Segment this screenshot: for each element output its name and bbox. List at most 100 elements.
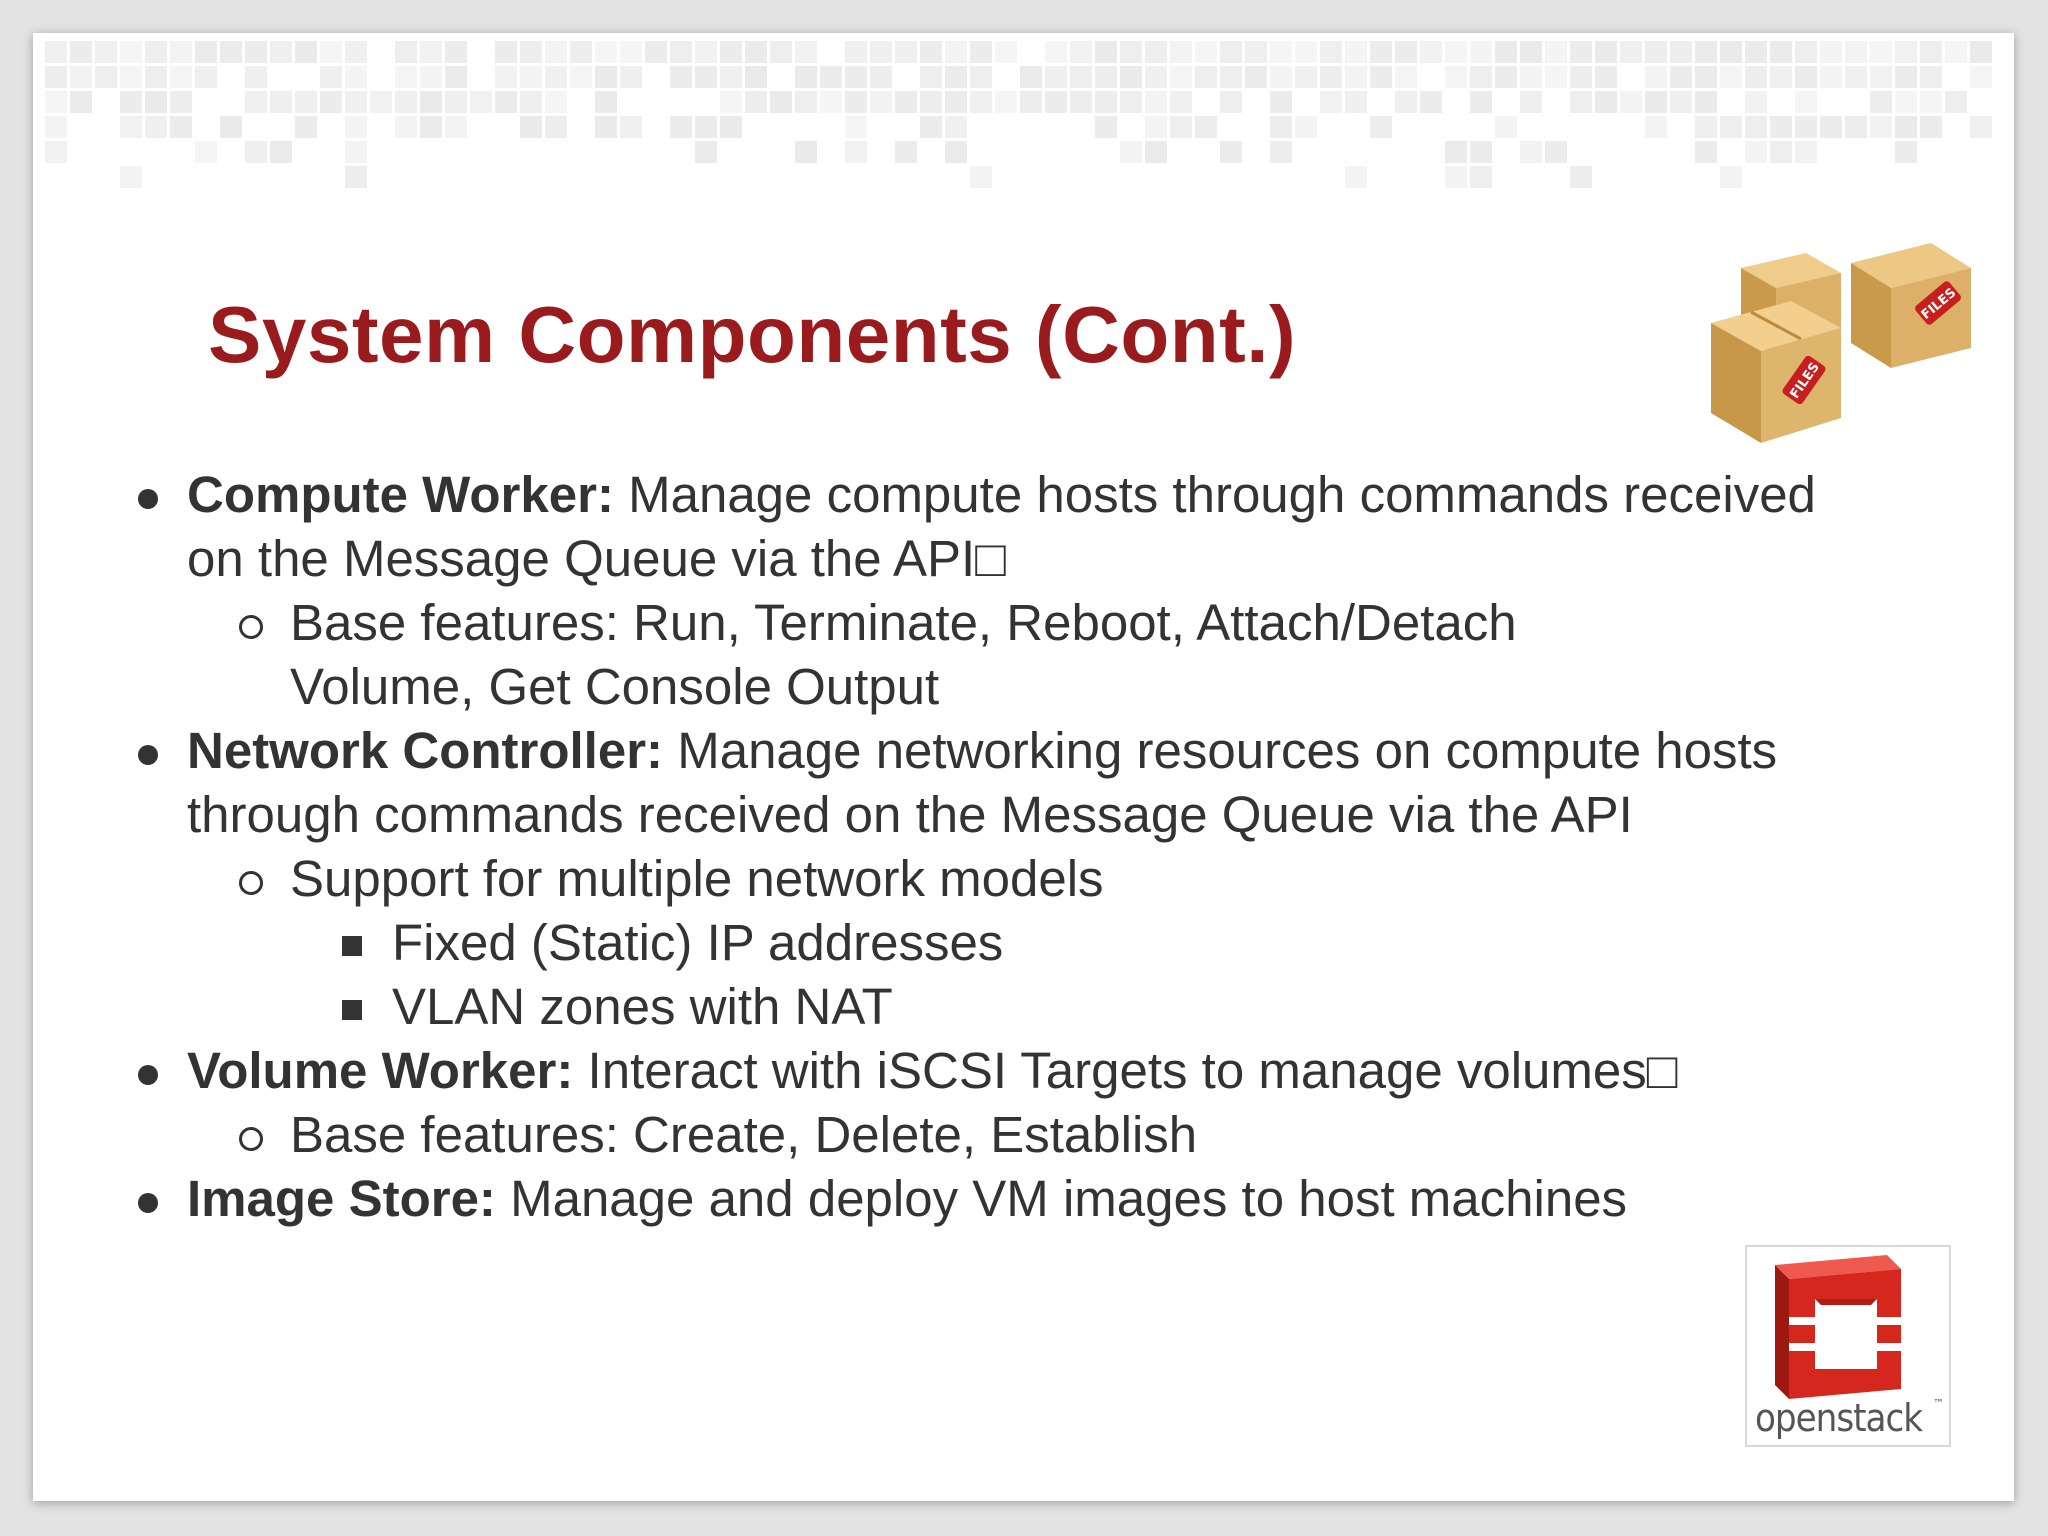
pattern-tile [1245, 66, 1267, 88]
pattern-tile [1295, 66, 1317, 88]
pattern-tile [545, 91, 567, 113]
openstack-wordmark: openstack [1755, 1396, 1923, 1440]
pattern-tile [1920, 91, 1942, 113]
pattern-tile [1395, 66, 1417, 88]
pattern-tile [1595, 66, 1617, 88]
pattern-tile [345, 41, 367, 63]
pattern-tile [45, 66, 67, 88]
pattern-tile [1070, 91, 1092, 113]
bullet-circle [239, 871, 263, 895]
pattern-tile [570, 41, 592, 63]
pattern-tile [1195, 41, 1217, 63]
bullet-circle [239, 615, 263, 639]
pattern-tile [270, 141, 292, 163]
pattern-tile [1570, 166, 1592, 188]
pattern-tile [795, 41, 817, 63]
pattern-tile [1645, 66, 1667, 88]
files-boxes-image: FILES FILES [1711, 243, 1971, 443]
pattern-tile [270, 91, 292, 113]
pattern-tile [1695, 141, 1717, 163]
pattern-tile [1570, 66, 1592, 88]
pattern-tile [845, 66, 867, 88]
pattern-tile [720, 41, 742, 63]
pattern-tile [120, 41, 142, 63]
sub-bullet-compute-features: Base features: Run, Terminate, Reboot, A… [33, 591, 1690, 719]
pattern-tile [1095, 91, 1117, 113]
pattern-tile [595, 91, 617, 113]
pattern-tile [70, 66, 92, 88]
pattern-tile [345, 116, 367, 138]
pattern-tile [170, 66, 192, 88]
pattern-tile [495, 91, 517, 113]
pattern-tile [1870, 116, 1892, 138]
pattern-tile [1270, 91, 1292, 113]
pattern-tile [1145, 116, 1167, 138]
pattern-tile [945, 66, 967, 88]
pattern-tile [1770, 141, 1792, 163]
pattern-tile [1395, 41, 1417, 63]
pattern-tile [1470, 66, 1492, 88]
pattern-tile [1095, 116, 1117, 138]
pattern-tile [1945, 91, 1967, 113]
pattern-tile [345, 91, 367, 113]
pattern-tile [1295, 116, 1317, 138]
pattern-tile [420, 116, 442, 138]
pattern-tile [495, 66, 517, 88]
pattern-tile [195, 41, 217, 63]
pattern-tile [1620, 91, 1642, 113]
pattern-tile [195, 66, 217, 88]
file-box-back: FILES [1851, 243, 1971, 368]
pattern-tile [920, 116, 942, 138]
pattern-tile [120, 66, 142, 88]
text-image-store: Manage and deploy VM images to host mach… [495, 1170, 1628, 1227]
pattern-tile [1570, 91, 1592, 113]
pattern-tile [245, 141, 267, 163]
pattern-tile [45, 141, 67, 163]
pattern-tile [220, 116, 242, 138]
text-fixed-ip: Fixed (Static) IP addresses [392, 914, 1004, 971]
pattern-tile [895, 141, 917, 163]
pattern-tile [45, 41, 67, 63]
pattern-tile [1795, 41, 1817, 63]
pattern-tile [520, 91, 542, 113]
pattern-tile [770, 41, 792, 63]
pattern-tile [670, 116, 692, 138]
pattern-tile [245, 66, 267, 88]
openstack-cube-icon [1775, 1255, 1901, 1399]
pattern-tile [1745, 141, 1767, 163]
pattern-tile [1970, 66, 1992, 88]
pattern-tile [395, 41, 417, 63]
pattern-tile [1470, 166, 1492, 188]
pattern-tile [1745, 116, 1767, 138]
pattern-tile [70, 41, 92, 63]
bullet-dot [138, 1065, 158, 1085]
pattern-tile [395, 116, 417, 138]
pattern-tile [720, 116, 742, 138]
bullet-circle [239, 1127, 263, 1151]
pattern-tile [1895, 141, 1917, 163]
pattern-tile [970, 91, 992, 113]
pattern-tile [345, 166, 367, 188]
pattern-tile [1345, 66, 1367, 88]
pattern-tile [1520, 141, 1542, 163]
pattern-tile [1170, 116, 1192, 138]
pattern-tile [1670, 66, 1692, 88]
bullet-compute-worker: Compute Worker: Manage compute hosts thr… [33, 463, 1847, 591]
pattern-tile [1270, 141, 1292, 163]
pattern-tile [1020, 66, 1042, 88]
bullet-image-store: Image Store: Manage and deploy VM images… [33, 1167, 1847, 1231]
pattern-tile [1745, 41, 1767, 63]
file-box-front: FILES [1711, 301, 1841, 443]
pattern-tile [1670, 41, 1692, 63]
pattern-tile [1645, 116, 1667, 138]
pattern-tile [795, 141, 817, 163]
pattern-tile [470, 91, 492, 113]
pattern-tile [70, 91, 92, 113]
pattern-tile [995, 91, 1017, 113]
pattern-tile [695, 66, 717, 88]
pattern-tile [1620, 41, 1642, 63]
pattern-tile [1045, 91, 1067, 113]
pattern-tile [1370, 116, 1392, 138]
openstack-logo: openstack ™ [1745, 1245, 1951, 1447]
bullet-volume-worker: Volume Worker: Interact with iSCSI Targe… [33, 1039, 1847, 1103]
